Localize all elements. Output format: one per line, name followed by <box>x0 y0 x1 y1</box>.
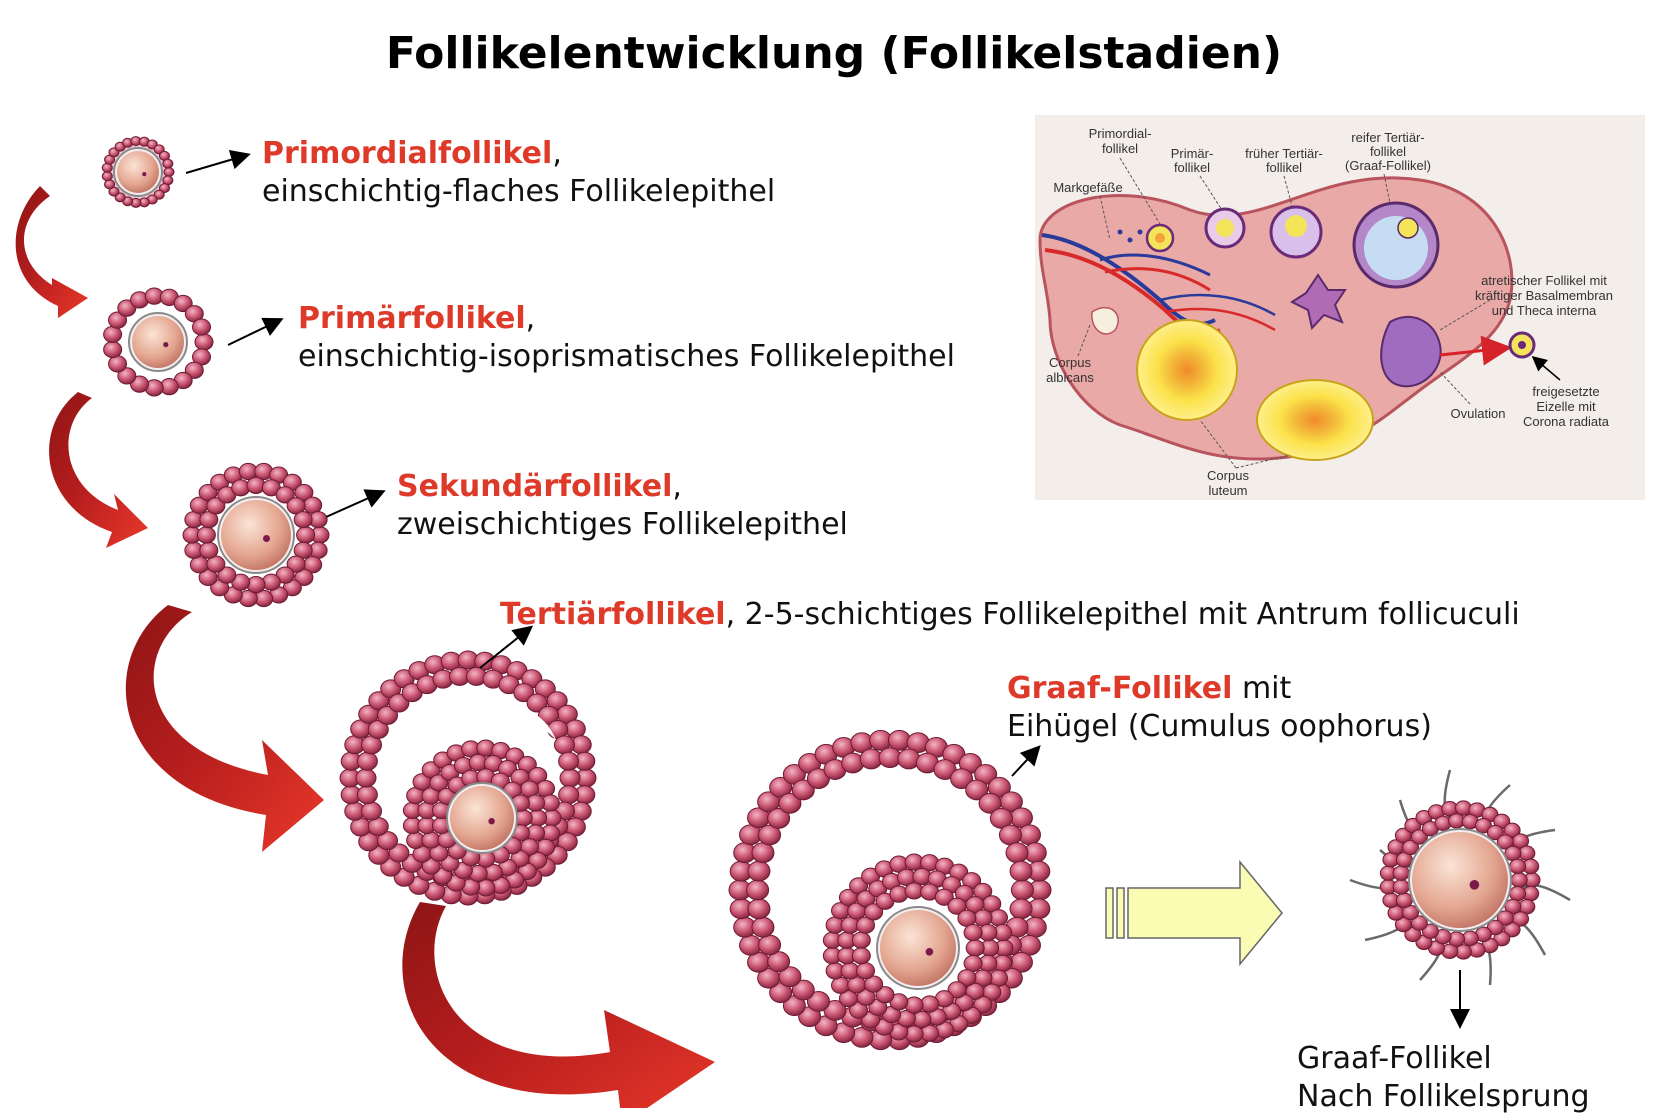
ovary-label-frueh-1: früher Tertiär- <box>1245 146 1323 161</box>
progress-arrows <box>15 186 715 1108</box>
pointer-arrow-tertiaer <box>479 625 534 669</box>
stage-primordial: Primordialfollikel, einschichtig-flaches… <box>262 135 775 211</box>
progress-arrow-1 <box>15 186 88 318</box>
ovary-label-markgefaesse: Markgefäße <box>1053 180 1122 195</box>
stage-primaer-name: Primärfollikel <box>298 301 526 336</box>
ovary-diagram: Primordial- follikel Primär- follikel fr… <box>1035 115 1645 500</box>
ovary-label-atretisch-2: kräftiger Basalmembran <box>1475 288 1613 303</box>
progress-arrow-4 <box>402 902 715 1108</box>
page-title: Follikelentwicklung (Follikelstadien) <box>385 28 1283 79</box>
ovary-label-atretisch-1: atretischer Follikel mit <box>1481 273 1607 288</box>
stage-primordial-desc: einschichtig-flaches Follikelepithel <box>262 174 776 209</box>
ovary-label-albicans-1: Corpus <box>1049 355 1091 370</box>
stage-sekundaer-punct: , <box>672 469 682 504</box>
ovary-label-primordial-2: follikel <box>1102 141 1138 156</box>
stage-primordial-name: Primordialfollikel <box>262 136 553 171</box>
secondary-follicle-image <box>182 462 330 608</box>
pointer-arrows <box>185 149 1470 1029</box>
ovary-label-primaer-2: follikel <box>1174 160 1210 175</box>
ovary-label-reif-1: reifer Tertiär- <box>1351 130 1424 145</box>
pointer-arrow-primordial <box>185 149 251 174</box>
after-line-1: Graaf-Follikel <box>1297 1041 1492 1076</box>
stage-sekundaer: Sekundärfollikel, zweischichtiges Follik… <box>397 468 848 544</box>
stage-tertiaer-punct: , <box>725 597 736 632</box>
stage-primaer-punct: , <box>525 301 536 336</box>
stage-graaf-suffix: mit <box>1232 671 1292 706</box>
ovary-label-frueh-2: follikel <box>1266 160 1302 175</box>
ovary-label-primordial-1: Primordial- <box>1089 126 1152 141</box>
pointer-arrow-sekundaer <box>325 489 386 518</box>
ovary-label-frei-1: freigesetzte <box>1532 384 1599 399</box>
primary-follicle-image <box>103 287 214 397</box>
stage-tertiaer-name: Tertiärfollikel <box>500 597 726 632</box>
stage-graaf-desc: Eihügel (Cumulus oophorus) <box>1007 709 1432 744</box>
stage-sekundaer-desc: zweischichtiges Follikelepithel <box>397 507 848 542</box>
ovary-label-reif-3: (Graaf-Follikel) <box>1345 158 1431 173</box>
ovary-label-primaer-1: Primär- <box>1171 146 1214 161</box>
stage-graaf-name: Graaf-Follikel <box>1007 671 1233 706</box>
pointer-arrow-primaer <box>227 317 284 346</box>
stage-primordial-punct: , <box>552 136 562 171</box>
primordial-follicle-image <box>101 136 175 208</box>
ovary-label-frei-2: Eizelle mit <box>1536 399 1596 414</box>
progress-arrow-3 <box>125 605 324 852</box>
stage-tertiaer: Tertiärfollikel, 2-5-schichtiges Follike… <box>500 596 1520 634</box>
after-line-2: Nach Follikelsprung <box>1297 1079 1590 1114</box>
ovulated-follicle-image <box>1349 769 1571 986</box>
stage-primaer-desc: einschichtig-isoprismatisches Follikelep… <box>298 339 955 374</box>
tertiary-follicle-image <box>339 650 597 906</box>
ovary-label-luteum-2: luteum <box>1208 483 1247 498</box>
stage-graaf: Graaf-Follikel mit Eihügel (Cumulus ooph… <box>1007 670 1432 746</box>
ovary-label-luteum-1: Corpus <box>1207 468 1249 483</box>
progress-arrow-2 <box>49 392 148 548</box>
transition-arrow <box>1105 859 1283 967</box>
ovary-label-albicans-2: albicans <box>1046 370 1094 385</box>
ovary-label-reif-2: follikel <box>1370 144 1406 159</box>
stage-after-ovulation: Graaf-Follikel Nach Follikelsprung <box>1297 1040 1590 1116</box>
ovary-label-frei-3: Corona radiata <box>1523 414 1610 429</box>
ovary-label-atretisch-3: und Theca interna <box>1492 303 1597 318</box>
pointer-arrow-graaf <box>1011 745 1041 777</box>
stage-primaer: Primärfollikel, einschichtig-isoprismati… <box>298 300 955 376</box>
stage-sekundaer-name: Sekundärfollikel <box>397 469 673 504</box>
ovary-label-ovulation: Ovulation <box>1451 406 1506 421</box>
graaf-follicle-image <box>728 729 1052 1051</box>
stage-tertiaer-desc: 2-5-schichtiges Follikelepithel mit Antr… <box>735 597 1520 632</box>
